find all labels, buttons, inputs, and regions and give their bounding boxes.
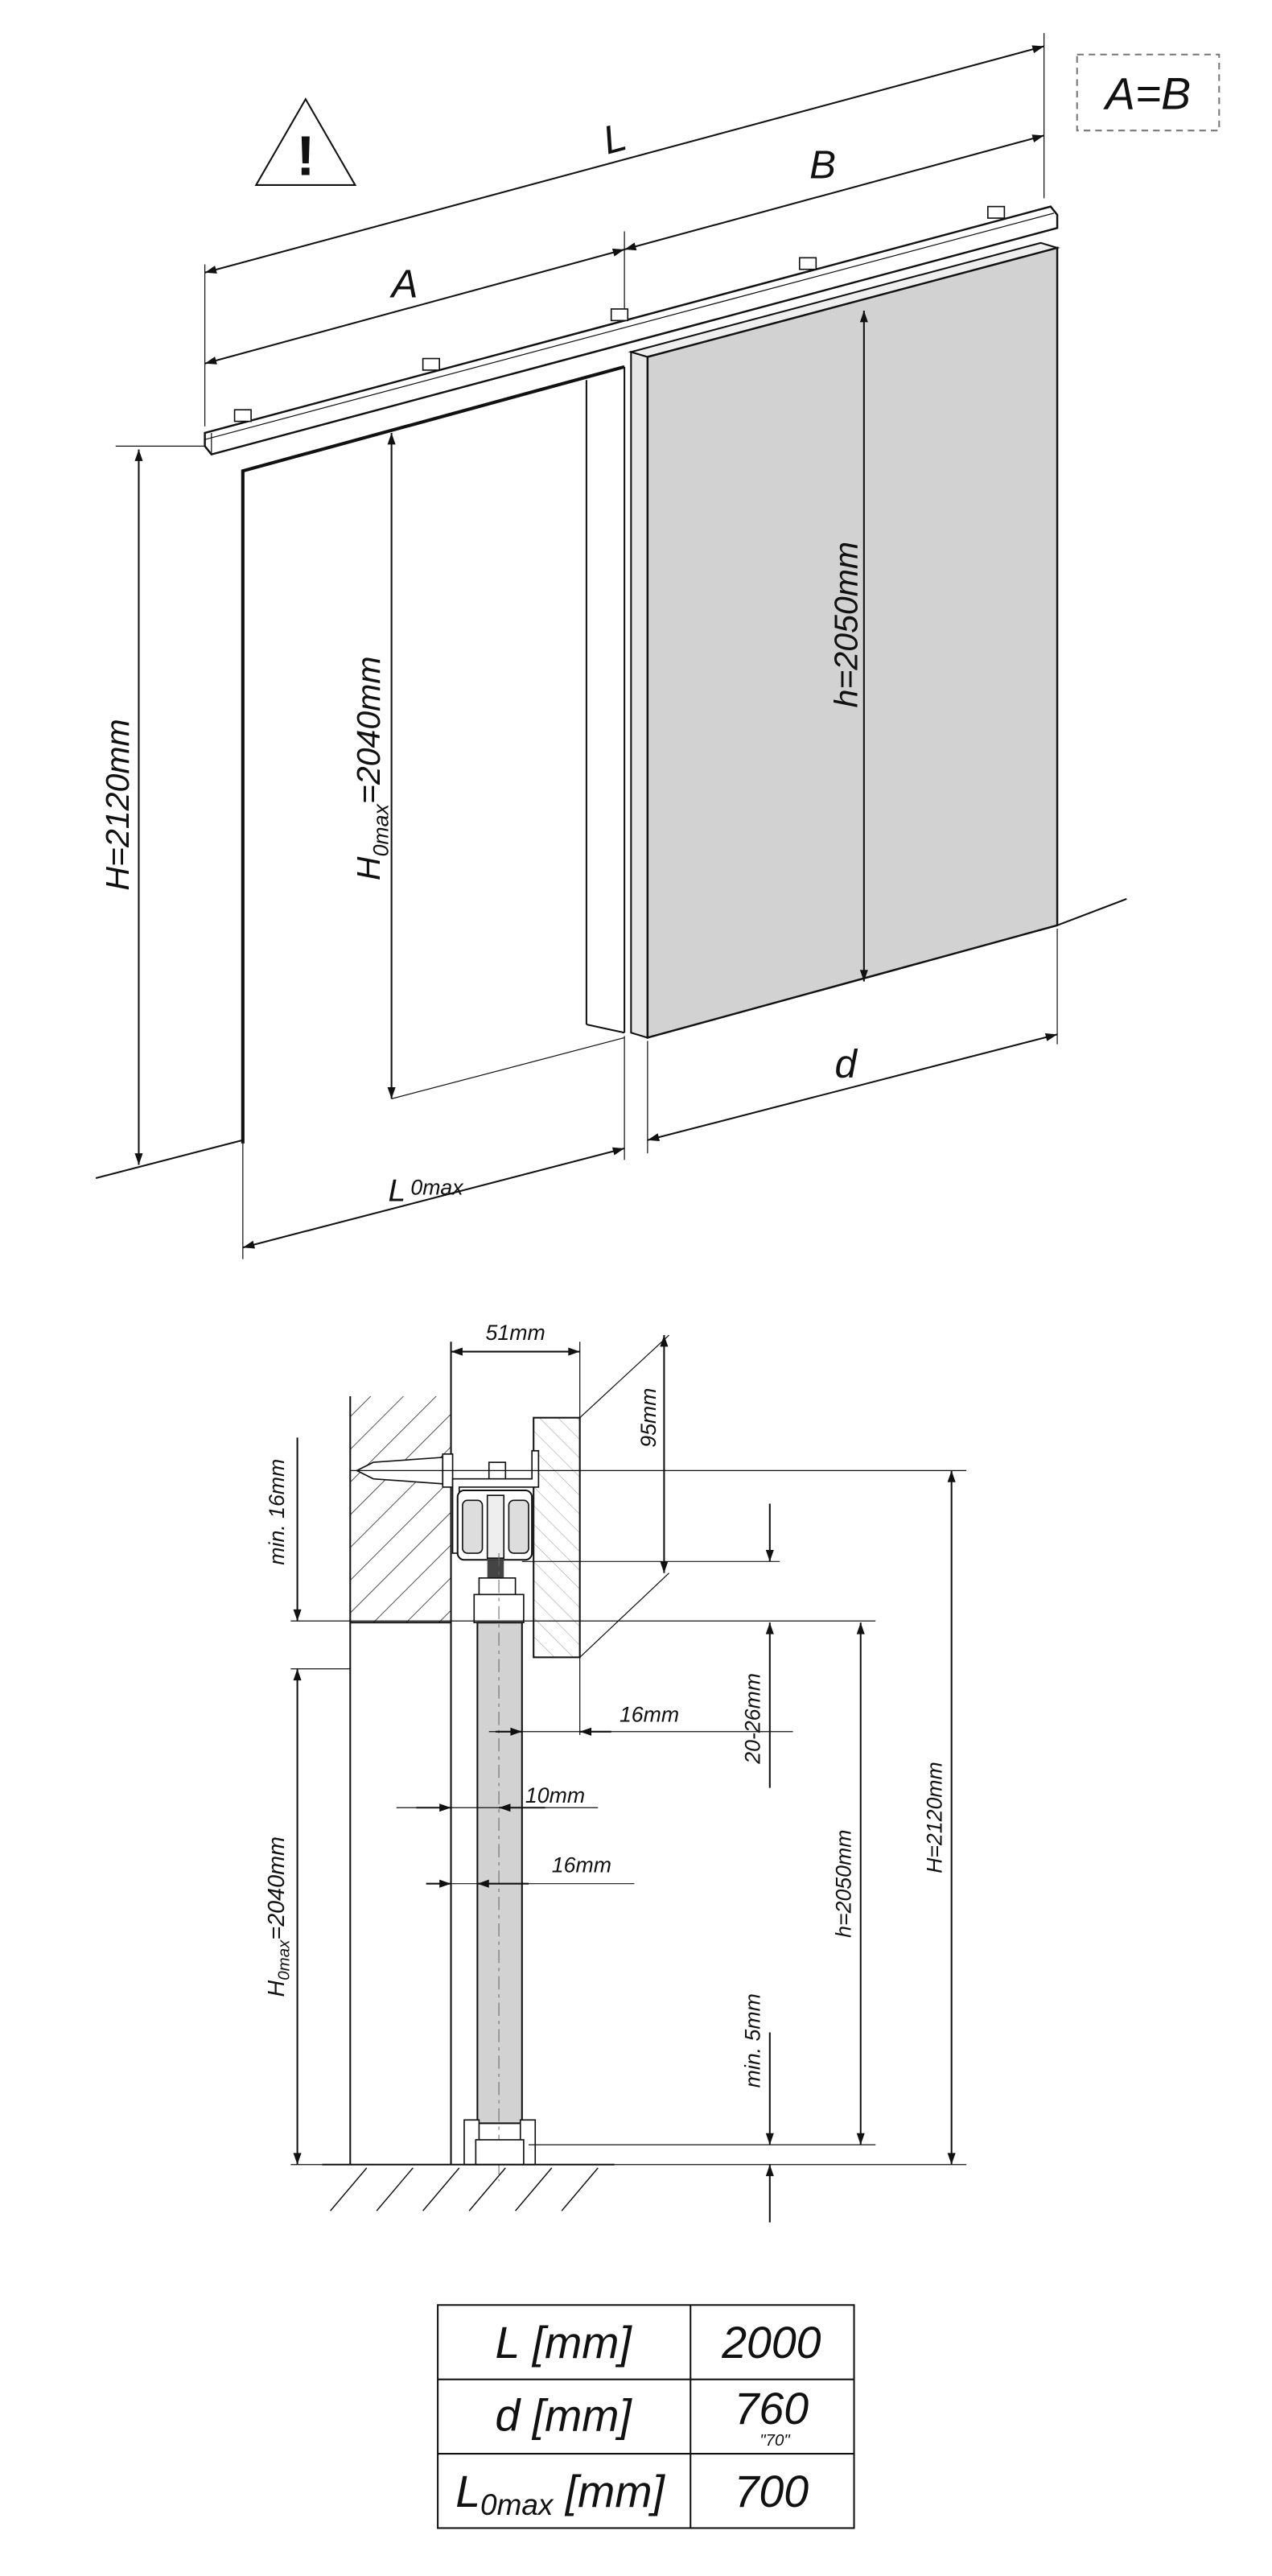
equality-note: A=B — [1076, 53, 1221, 132]
label-min-16mm: min. 16mm — [265, 1459, 289, 1565]
dimension-B — [624, 134, 1044, 251]
label-16mm-bottom: 16mm — [552, 1853, 611, 1877]
label-B: B — [809, 143, 836, 188]
label-16mm-top: 16mm — [620, 1702, 679, 1726]
label-H: H=2120mm — [922, 1762, 946, 1873]
row-value: 760 — [735, 2384, 809, 2434]
section-view: 51mm 95mm min. 16mm H0max=2040mm 20-26mm… — [264, 1321, 967, 2223]
label-10mm: 10mm — [525, 1783, 585, 1807]
dimension-A — [204, 248, 625, 365]
table-row: L [mm] 2000 — [495, 2318, 821, 2368]
row-value: 700 — [735, 2467, 809, 2516]
label-20-26mm: 20-26mm — [740, 1673, 764, 1765]
row-value: 2000 — [721, 2318, 821, 2368]
warning-icon: ! — [254, 97, 357, 188]
dimension-d — [647, 1033, 1058, 1142]
label-h: h=2050mm — [831, 1830, 855, 1938]
door-panel — [628, 241, 1060, 1040]
wall-hatched — [350, 1395, 451, 1623]
svg-text:!: ! — [296, 125, 315, 188]
label-H: H=2120mm — [99, 719, 136, 890]
trolley — [451, 1449, 540, 1624]
label-H0max: H0max=2040mm — [264, 1836, 293, 1997]
label-A: A — [389, 262, 418, 307]
door-section — [476, 1622, 523, 2125]
label-min-5mm: min. 5mm — [740, 1993, 764, 2088]
row-label: L0max [mm] — [455, 2467, 665, 2521]
label-95mm: 95mm — [636, 1388, 661, 1448]
floor-guide — [463, 2119, 537, 2166]
table-row: L0max [mm] 700 — [455, 2467, 809, 2521]
row-label: L [mm] — [495, 2318, 632, 2368]
table-row: d [mm] 760 "70" — [495, 2384, 809, 2450]
row-note: "70" — [759, 2431, 791, 2450]
label-h: h=2050mm — [828, 542, 865, 708]
row-label: d [mm] — [495, 2390, 632, 2440]
isometric-view: ! A=B L A B — [95, 33, 1221, 1259]
door-opening — [95, 365, 1127, 1179]
dimension-L0max — [242, 1147, 625, 1249]
label-L: L — [598, 114, 631, 163]
label-51mm: 51mm — [486, 1321, 545, 1345]
label-d: d — [835, 1042, 858, 1086]
spec-table: L [mm] 2000 d [mm] 760 "70" L0max [mm] 7… — [437, 2304, 855, 2529]
label-H0max: H0max=2040mm — [350, 656, 393, 880]
svg-text:A=B: A=B — [1103, 69, 1191, 119]
